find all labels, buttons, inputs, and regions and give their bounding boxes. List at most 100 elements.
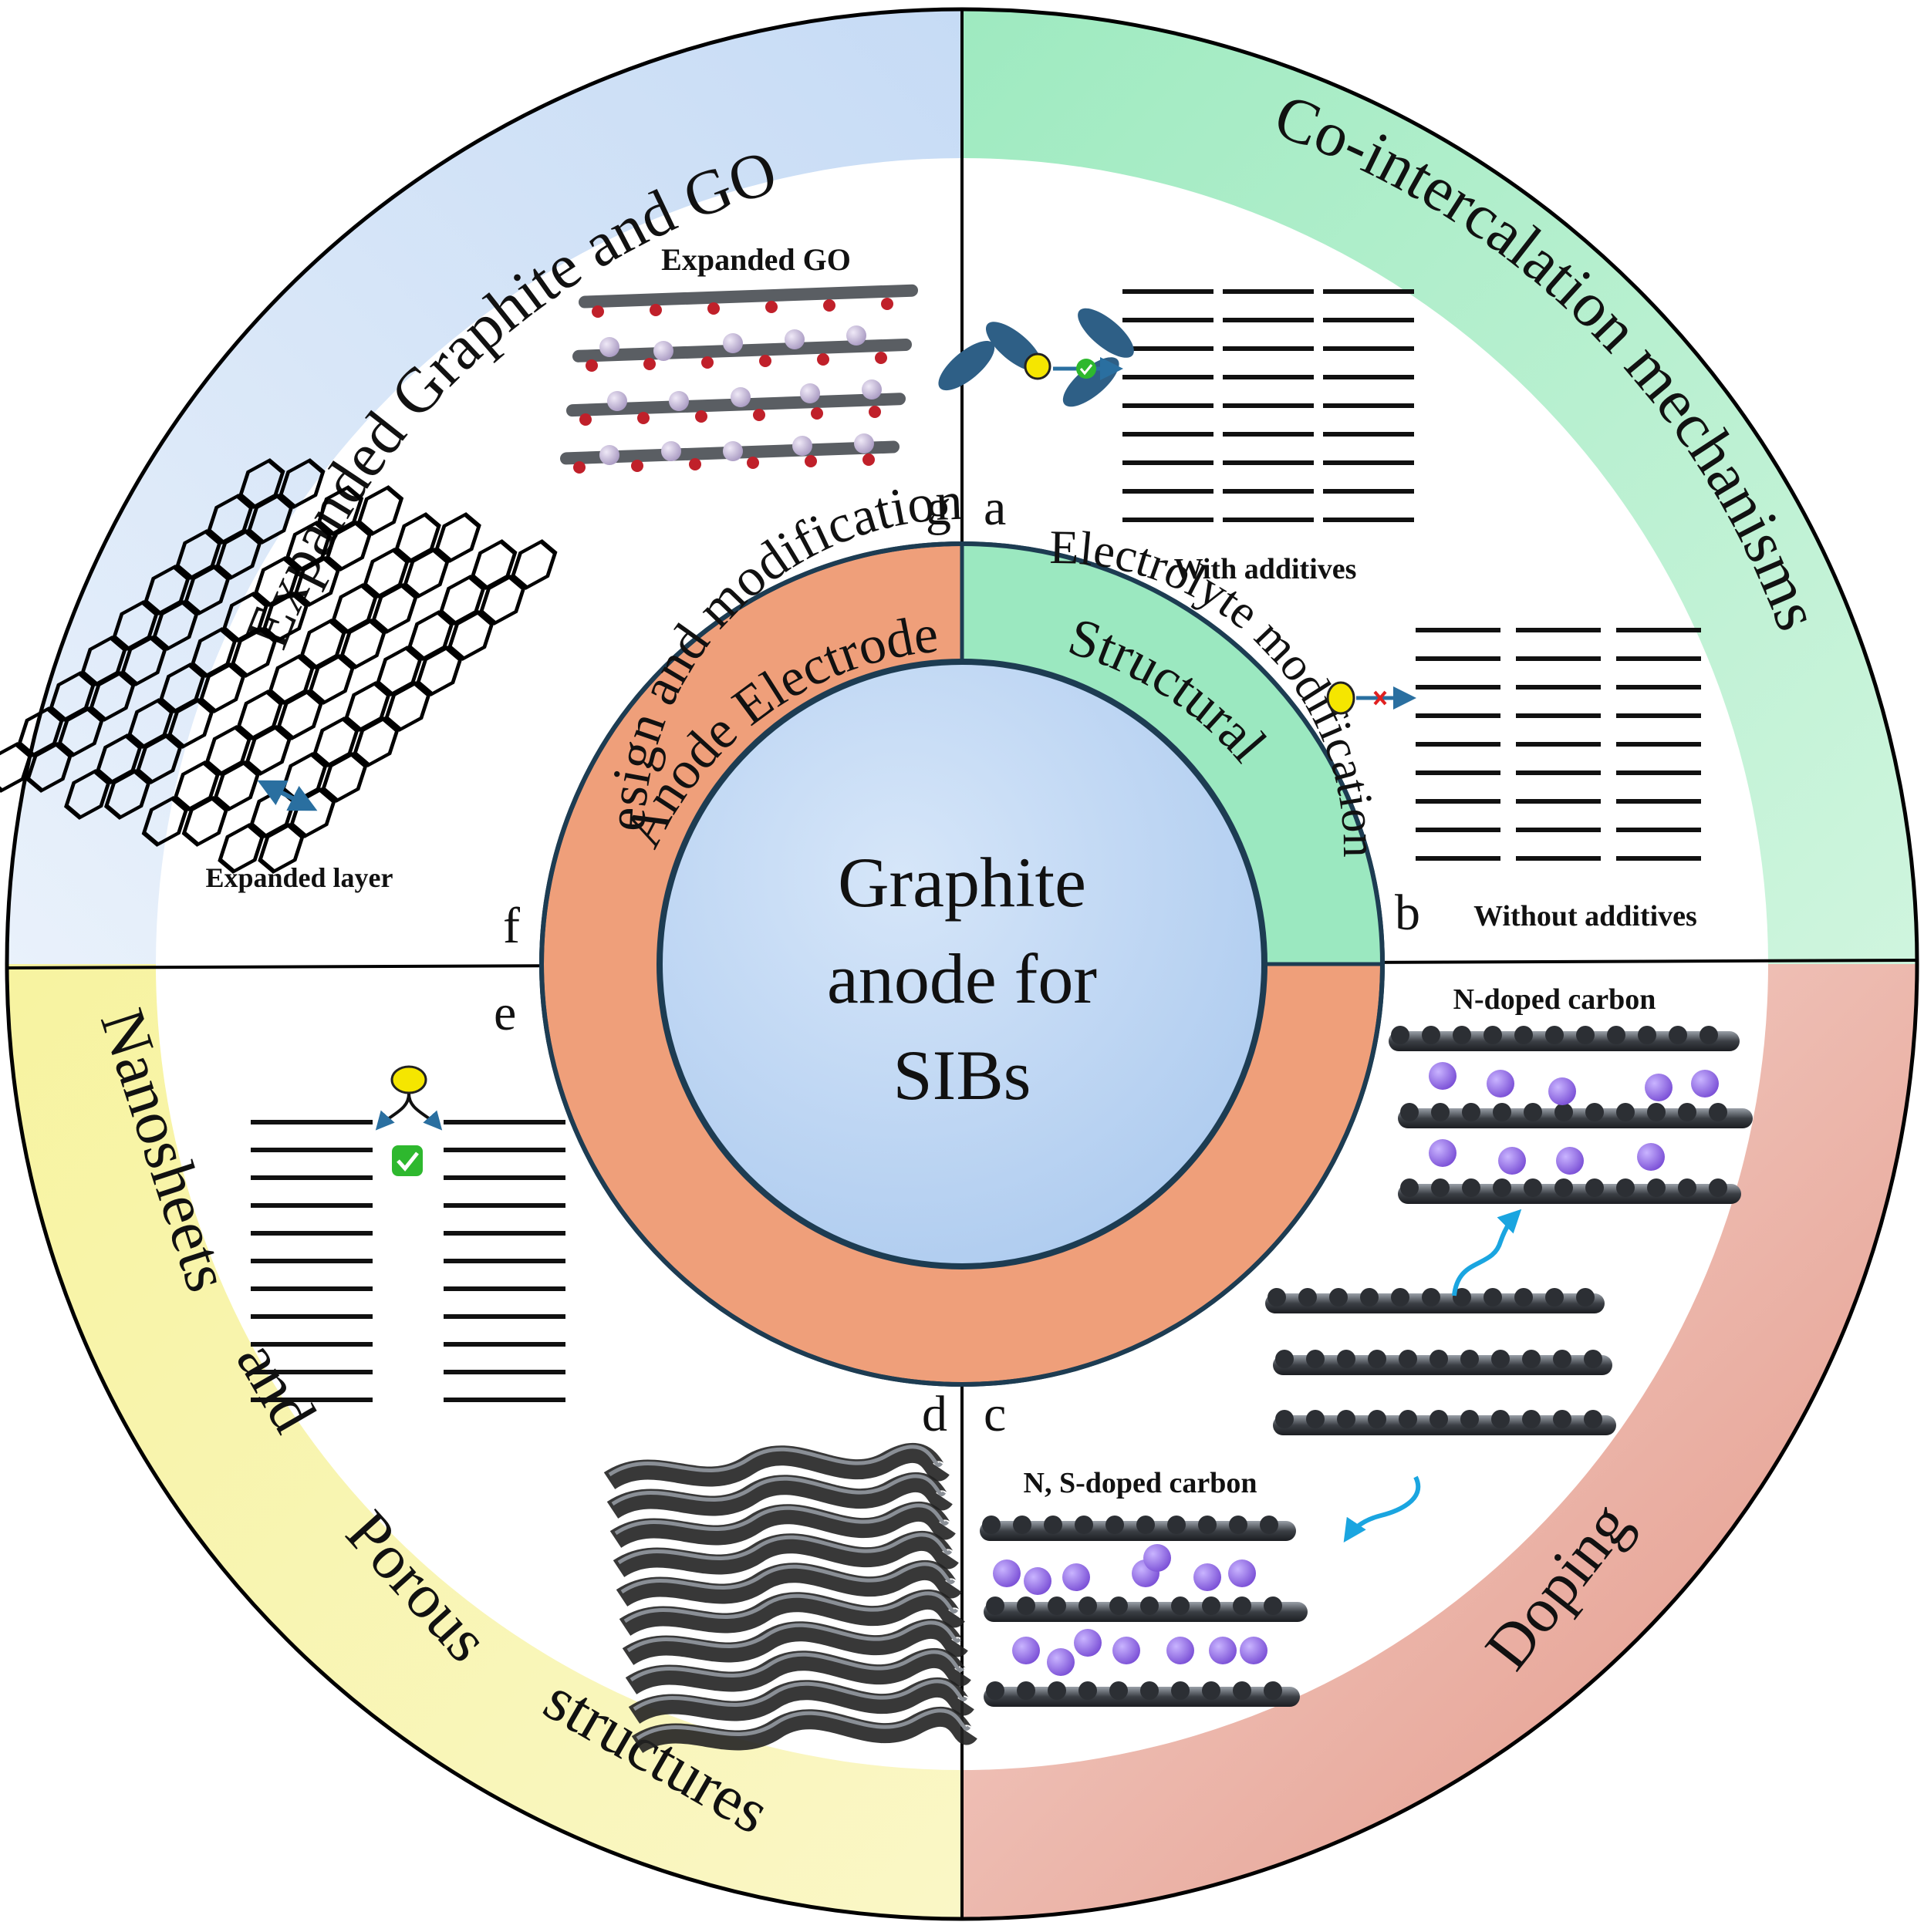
sodium-ion-icon (731, 387, 751, 407)
carbon-layer (1398, 1108, 1753, 1128)
carbon-atom (1584, 1350, 1602, 1368)
carbon-atom (1078, 1681, 1097, 1700)
oxygen-group (637, 412, 650, 424)
porous-sheet (631, 1706, 977, 1754)
carbon-atom (986, 1681, 1004, 1700)
graphite-lines-e (251, 1120, 565, 1402)
caption-without-additives: Without additives (1473, 900, 1697, 932)
porous-sheet-highlight (636, 1708, 971, 1741)
carbon-atom (982, 1516, 1001, 1534)
carbon-atom (1198, 1516, 1217, 1534)
carbon-atom (1078, 1597, 1097, 1615)
hexagon-cell (190, 627, 238, 678)
curved-arrow-icon (1452, 1209, 1522, 1296)
carbon-atom (1136, 1516, 1155, 1534)
carbon-atom (1017, 1597, 1035, 1615)
hexagon-cell (258, 823, 305, 874)
hexagon-cell (167, 698, 214, 749)
hexagon-cell (331, 583, 378, 634)
hexagon-cell (510, 539, 558, 590)
carbon-atom (1400, 1103, 1419, 1121)
sodium-ion-icon (1166, 1637, 1194, 1664)
sodium-ion-icon (1326, 681, 1355, 715)
carbon-atom (1048, 1681, 1066, 1700)
hexagon-cell (49, 671, 96, 722)
carbon-atom (1202, 1597, 1220, 1615)
oxygen-group (869, 406, 881, 418)
oxygen-group (592, 305, 604, 318)
sodium-ion-icon (792, 436, 812, 456)
carbon-atom (1399, 1350, 1417, 1368)
sodium-ion-icon (846, 325, 866, 346)
carbon-atom (1329, 1288, 1348, 1307)
hexagon-cell (221, 592, 269, 642)
hexagon-cell (247, 494, 294, 545)
oxygen-group (707, 302, 720, 315)
carbon-atom (1044, 1516, 1062, 1534)
carbon-atom (1306, 1410, 1325, 1428)
hexagon-cell (230, 627, 278, 678)
hexagon-cell (407, 610, 454, 661)
sodium-ion-icon (390, 1065, 427, 1094)
carbon-atom (1491, 1410, 1510, 1428)
sodium-ion-icon (1548, 1077, 1576, 1105)
carbon-atom (1298, 1288, 1317, 1307)
carbon-atom (1522, 1350, 1541, 1368)
carbon-atom (1462, 1178, 1480, 1197)
check-icon (1076, 359, 1096, 379)
carbon-atom (1460, 1350, 1479, 1368)
hexagon-cell (25, 742, 73, 793)
hexagon-cell (0, 742, 33, 793)
carbon-atom (1275, 1350, 1294, 1368)
carbon-atom (1275, 1410, 1294, 1428)
sodium-ion-icon (800, 383, 820, 403)
carbon-atom (1360, 1288, 1379, 1307)
carbon-atom (1391, 1026, 1409, 1044)
panel-b-without-additives: Without additives (1326, 628, 1701, 932)
hexagon-cell (384, 681, 431, 732)
hexagon-cell (376, 646, 423, 696)
carbon-atom (1368, 1350, 1386, 1368)
porous-sheet (613, 1530, 959, 1578)
oxygen-group (817, 353, 829, 366)
porous-sheet (625, 1647, 971, 1695)
hexagon-cell (238, 458, 285, 509)
hexagon-cell (312, 716, 359, 767)
sodium-ion-icon (1209, 1637, 1237, 1664)
hexagon-cell (245, 725, 292, 776)
hexagon-cell (262, 592, 309, 642)
oxygen-group (765, 301, 778, 313)
hexagon-cell (403, 548, 450, 598)
sodium-ion-icon (1556, 1147, 1584, 1175)
hexagon-cell (218, 823, 265, 874)
carbon-atom (1554, 1103, 1573, 1121)
carbon-atom (1453, 1026, 1471, 1044)
sodium-ion-icon (1112, 1637, 1140, 1664)
panel-c-doping: N-doped carbon N, S-doped carbon (980, 983, 1753, 1707)
porous-sheet (616, 1559, 962, 1607)
porous-sheet-highlight (630, 1650, 965, 1682)
carbon-atom (1524, 1103, 1542, 1121)
porous-sheet (622, 1618, 968, 1666)
hexagon-cell (95, 733, 143, 784)
sodium-ion-icon (1074, 1629, 1102, 1657)
carbon-atom (1700, 1026, 1718, 1044)
carbon-atom (1075, 1516, 1093, 1534)
carbon-atom (1109, 1597, 1128, 1615)
panel-f-expanded-layer: Expanded layer (0, 458, 558, 893)
hexagon-cell (394, 512, 441, 563)
carbon-atom (1462, 1103, 1480, 1121)
porous-sheet-highlight (608, 1445, 943, 1477)
oxygen-group (747, 457, 759, 469)
hexagon-cell (175, 529, 222, 580)
hexagon-cell (89, 671, 136, 722)
sodium-ion-icon (1024, 1567, 1051, 1595)
oxygen-group (823, 299, 835, 312)
carbon-atom (1514, 1026, 1533, 1044)
carbon-atom (1109, 1681, 1128, 1700)
hexagon-cell (158, 663, 206, 713)
go-layers (560, 284, 918, 474)
hexagon-cell (447, 610, 495, 661)
carbon-atom (1017, 1681, 1035, 1700)
